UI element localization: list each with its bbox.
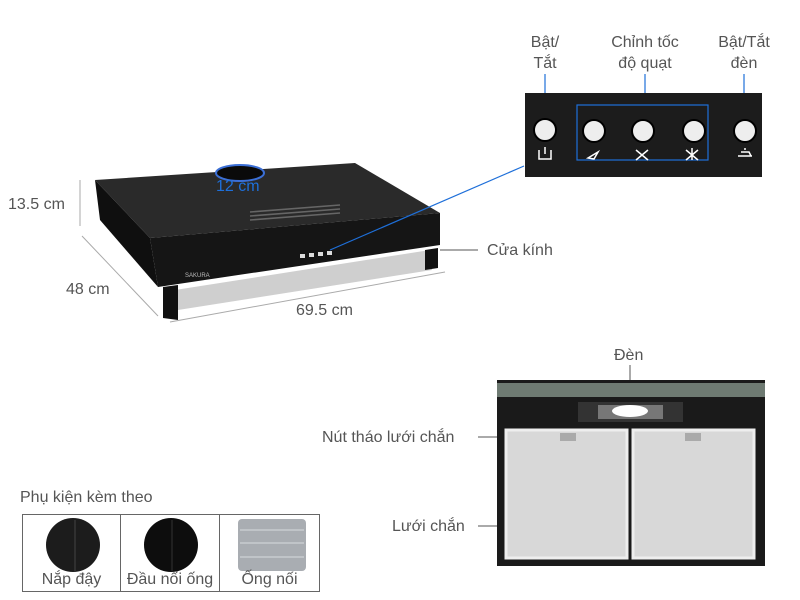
accessory-item: Nắp đậy: [22, 514, 121, 592]
fan-label-line2: độ quạt: [618, 55, 672, 72]
accessory-label: Ống nối: [241, 571, 298, 588]
width-dimension: 69.5 cm: [296, 302, 353, 319]
accessory-item: Đầu nối ống: [120, 514, 220, 592]
duct-diameter: 12 cm: [216, 178, 260, 195]
depth-dimension: 48 cm: [66, 281, 110, 298]
light-label-line2: đèn: [730, 55, 758, 72]
hood-top: [95, 163, 440, 238]
light-switch-label: Bật/Tắt đèn: [706, 32, 782, 74]
light-label-line1: Bật/Tắt: [718, 34, 770, 51]
glass-panel: [175, 250, 432, 310]
fan-label-line1: Chỉnh tốc: [611, 34, 679, 51]
power-label: Bật/ Tắt: [522, 32, 568, 74]
duct-pipe-icon: [238, 519, 306, 571]
accessory-label: Đầu nối ống: [126, 571, 214, 588]
hood-front-view: [497, 380, 765, 566]
power-label-line2: Tắt: [533, 55, 557, 72]
fan-speed-label: Chỉnh tốc độ quạt: [595, 32, 695, 74]
height-dimension: 13.5 cm: [8, 196, 65, 213]
glass-door-label: Cửa kính: [487, 242, 553, 259]
lamp-label: Đèn: [614, 347, 644, 364]
control-panel: [525, 93, 762, 177]
accessories-title: Phụ kiện kèm theo: [20, 489, 153, 506]
filter-label: Lưới chắn: [392, 518, 465, 535]
power-label-line1: Bật/: [530, 34, 560, 51]
hood-front: [150, 213, 440, 287]
accessory-label: Nắp đậy: [41, 571, 102, 588]
filter-release-label: Nút tháo lưới chắn: [322, 429, 455, 446]
connector-disc-icon: [144, 518, 198, 572]
accessory-item: Ống nối: [219, 514, 320, 592]
brand-logo: SAKURA: [185, 273, 210, 279]
duct-outlet: [215, 164, 265, 182]
cap-disc-icon: [46, 518, 100, 572]
hood-side: [95, 180, 158, 287]
hood-isometric: SAKURA: [95, 163, 440, 320]
